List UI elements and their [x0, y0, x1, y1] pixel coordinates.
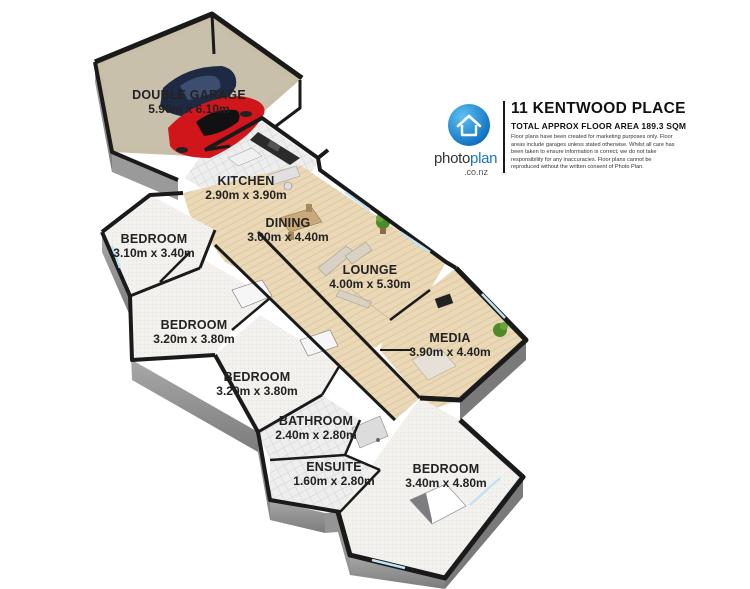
logo-circle [448, 104, 490, 146]
brand-tld: .co.nz [464, 167, 489, 177]
furniture [160, 66, 508, 525]
property-info: 11 KENTWOOD PLACE TOTAL APPROX FLOOR ARE… [511, 100, 711, 172]
brand-name-part1: photo [434, 150, 471, 167]
plant-icon [493, 322, 508, 337]
brand-name: photoplan [434, 150, 498, 167]
header-divider [503, 101, 505, 173]
brand-name-part2: plan [470, 150, 498, 167]
house-icon [456, 114, 482, 137]
floors [95, 14, 526, 578]
disclaimer: Floor plans have been created for market… [511, 134, 675, 171]
photoplan-logo: photoplan .co.nz [434, 104, 514, 184]
property-address: 11 KENTWOOD PLACE [511, 100, 686, 117]
floor-area: TOTAL APPROX FLOOR AREA 189.3 SQM [511, 121, 687, 131]
red-car [168, 96, 265, 158]
windows [110, 190, 506, 570]
